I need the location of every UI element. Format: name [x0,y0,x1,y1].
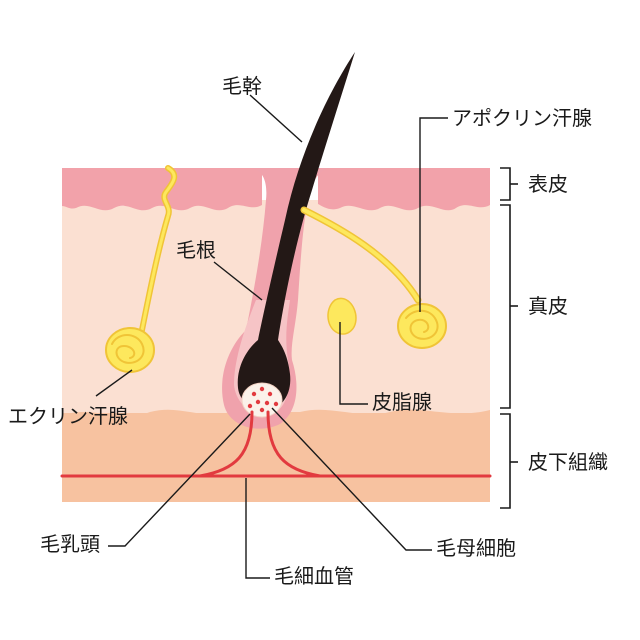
subcutis-label: 皮下組織 [528,450,608,474]
leader-lines [95,94,448,579]
subcutaneous-layer [62,413,490,502]
matrix-cell-label: 毛母細胞 [436,536,516,560]
epidermis-layer-right [318,168,490,211]
eccrine-gland-label: エクリン汗腺 [8,404,128,428]
epidermis-layer [62,168,262,211]
eccrine-gland [105,165,178,373]
hair-shaft [237,52,355,411]
matrix-cell-dots [247,386,279,413]
sebaceous-gland-label: 皮脂腺 [372,390,432,414]
layer-brackets [500,167,518,509]
hair-root-label: 毛根 [176,238,216,262]
hair-shaft-label: 毛幹 [222,74,262,98]
apocrine-gland [300,206,447,349]
sebaceous-gland [327,297,357,335]
capillary-label: 毛細血管 [274,564,354,588]
capillary-vessels [60,410,492,478]
dermal-papilla-label: 毛乳頭 [40,532,100,556]
apocrine-gland-label: アポクリン汗腺 [452,106,592,130]
epidermis-label: 表皮 [528,172,568,196]
dermis-label: 真皮 [528,294,568,318]
